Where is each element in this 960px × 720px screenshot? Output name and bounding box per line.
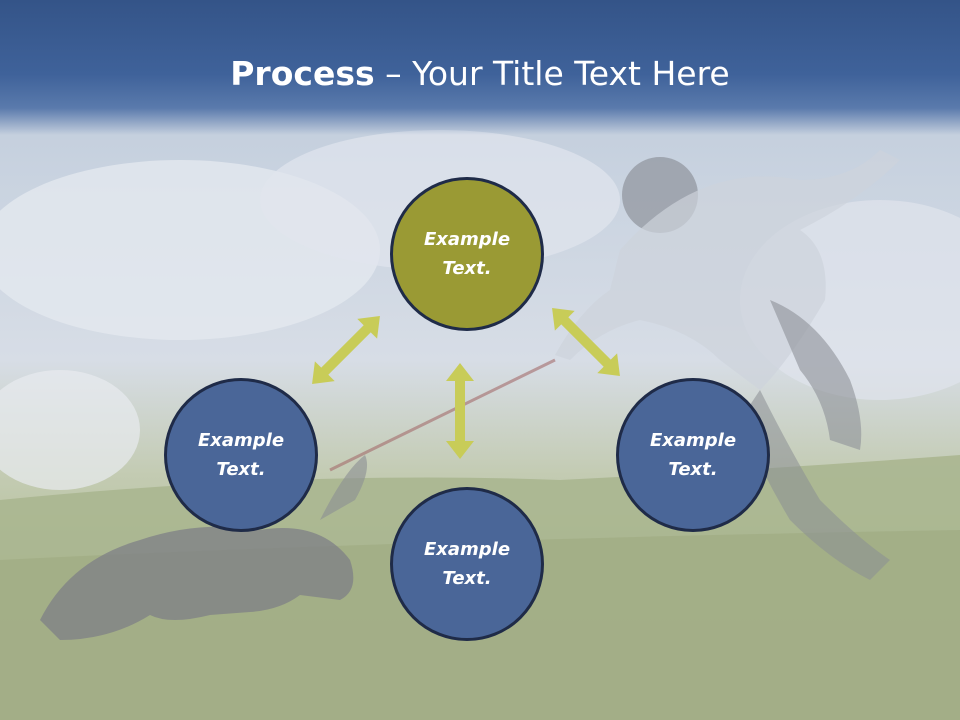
- slide-title: Process – Your Title Text Here: [0, 52, 960, 96]
- node-text-line2: Text.: [442, 568, 492, 589]
- process-node-top[interactable]: Example Text.: [390, 177, 544, 331]
- arrow-vertical: [446, 363, 474, 459]
- node-text-line2: Text.: [668, 459, 718, 480]
- title-rest: – Your Title Text Here: [374, 54, 730, 93]
- node-text-line2: Text.: [216, 459, 266, 480]
- process-node-left[interactable]: Example Text.: [164, 378, 318, 532]
- node-text-line1: Example: [423, 539, 511, 560]
- arrow-top-left: [302, 306, 390, 394]
- title-bar: [0, 0, 960, 135]
- node-text-line1: Example: [649, 430, 737, 451]
- node-text-line1: Example: [423, 229, 511, 250]
- node-text-line2: Text.: [442, 258, 492, 279]
- title-bold: Process: [230, 54, 375, 93]
- process-node-bottom[interactable]: Example Text.: [390, 487, 544, 641]
- process-node-right[interactable]: Example Text.: [616, 378, 770, 532]
- arrow-top-right: [542, 298, 630, 386]
- node-text-line1: Example: [197, 430, 285, 451]
